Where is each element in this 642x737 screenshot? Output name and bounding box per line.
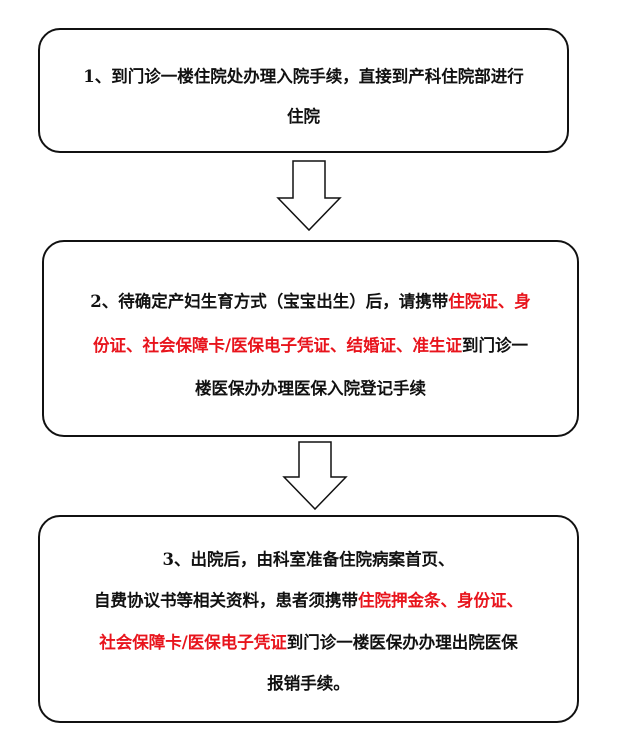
text-segment: 2、待确定产妇生育方式（宝宝出生）后，请携带 [90,292,449,311]
step-2-line-3: 楼医保办办理医保入院登记手续 [44,375,577,399]
step-2-box: 2、待确定产妇生育方式（宝宝出生）后，请携带住院证、身 份证、社会保障卡/医保电… [42,240,579,437]
step-1-box: 1、到门诊一楼住院处办理入院手续，直接到产科住院部进行 住院 [38,28,569,153]
text-segment: 到门诊一楼医保办办理出院医保 [286,633,518,652]
text-segment: 1、到门诊一楼住院处办理入院手续，直接到产科住院部进行 [83,67,524,86]
required-documents-text: 社会保障卡/医保电子凭证 [99,633,287,652]
text-segment: 自费协议书等相关资料，患者须携带 [94,591,358,610]
text-segment: 3、出院后，由科室准备住院病案首页、 [162,550,455,569]
step-3-box: 3、出院后，由科室准备住院病案首页、 自费协议书等相关资料，患者须携带住院押金条… [38,515,579,723]
required-documents-text: 份证、社会保障卡/医保电子凭证、结婚证、准生证 [92,336,463,355]
text-segment: 住院 [287,107,320,126]
step-3-line-3: 社会保障卡/医保电子凭证到门诊一楼医保办办理出院医保 [40,629,577,653]
step-2-line-1: 2、待确定产妇生育方式（宝宝出生）后，请携带住院证、身 [44,288,577,312]
text-segment: 报销手续。 [267,674,350,693]
step-3-line-4: 报销手续。 [40,670,577,694]
down-arrow-icon [276,160,342,232]
required-documents-text: 住院证、身 [448,292,531,311]
step-3-line-1: 3、出院后，由科室准备住院病案首页、 [40,546,577,570]
step-3-line-2: 自费协议书等相关资料，患者须携带住院押金条、身份证、 [40,587,577,611]
text-segment: 楼医保办办理医保入院登记手续 [195,379,426,398]
text-segment: 到门诊一 [462,336,529,355]
step-1-line-1: 1、到门诊一楼住院处办理入院手续，直接到产科住院部进行 [40,63,567,87]
step-1-line-2: 住院 [40,103,567,127]
down-arrow-icon [282,441,348,511]
step-2-line-2: 份证、社会保障卡/医保电子凭证、结婚证、准生证到门诊一 [44,332,577,356]
required-documents-text: 住院押金条、身份证、 [358,591,523,610]
